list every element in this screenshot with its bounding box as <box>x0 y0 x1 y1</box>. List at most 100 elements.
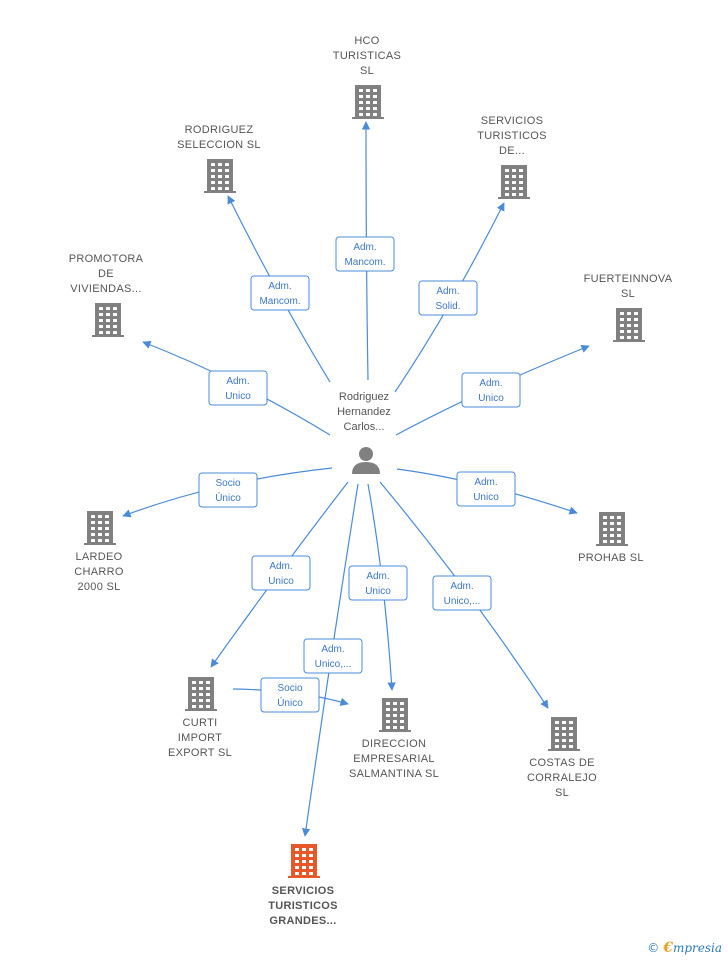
building-icon <box>498 165 530 199</box>
company-label-line: GRANDES... <box>269 915 336 927</box>
company-node-promotora[interactable]: PROMOTORADEVIVIENDAS... <box>69 253 144 337</box>
company-label-line: 2000 SL <box>77 581 120 593</box>
relation-label-fuerteinnova[interactable]: Adm.Unico <box>461 372 521 408</box>
copyright-symbol: © <box>647 941 660 955</box>
relation-box <box>251 555 311 591</box>
building-icon <box>185 677 217 711</box>
relation-label-servicios-turisticos-de[interactable]: Adm. Solid. <box>418 280 478 316</box>
relation-text: Adm. <box>474 477 497 488</box>
relation-text: Unico <box>225 391 251 402</box>
building-icon <box>548 717 580 751</box>
company-node-direccion[interactable]: DIRECCION EMPRESARIAL SALMANTINA SL <box>349 698 439 780</box>
building-icon <box>596 512 628 546</box>
company-label-line: IMPORT <box>178 732 222 744</box>
company-label-line: COSTAS DE <box>529 757 594 769</box>
brand-name: mpresia <box>672 941 722 955</box>
company-label-line: CURTI <box>183 717 218 729</box>
company-label-line: TURISTICOS <box>268 900 338 912</box>
relation-box <box>456 471 516 507</box>
relation-label-prohab[interactable]: Adm. Unico <box>456 471 516 507</box>
company-label-line: TURISTICOS <box>477 130 547 142</box>
relation-text: Adm. <box>353 242 376 253</box>
company-label-line: RODRIGUEZ <box>185 124 254 136</box>
person-icon <box>352 447 380 474</box>
company-node-servicios-turisticos-de[interactable]: SERVICIOS TURISTICOS DE... <box>477 115 547 199</box>
company-label-line: SERVICIOS <box>272 885 334 897</box>
company-node-lardeo[interactable]: LARDEO CHARRO 2000 SL <box>74 511 124 593</box>
company-label-line: SL <box>621 288 635 300</box>
company-label-line: PROMOTORA <box>69 253 144 265</box>
relation-box <box>432 575 492 611</box>
company-node-hco[interactable]: HCO TURISTICAS SL <box>333 35 401 119</box>
relation-box <box>418 280 478 316</box>
relation-box <box>335 236 395 272</box>
company-node-servicios-grandes[interactable]: SERVICIOS TURISTICOS GRANDES... <box>268 844 338 927</box>
relation-text: Socio <box>277 683 302 694</box>
company-label-line: EMPRESARIAL <box>353 753 435 765</box>
company-label-line: DE <box>98 268 114 280</box>
relation-text: Adm. <box>366 571 389 582</box>
relation-text: Adm. <box>226 376 249 387</box>
company-label-line: TURISTICAS <box>333 50 401 62</box>
company-label-line: SELECCION SL <box>177 139 261 151</box>
building-icon <box>92 303 124 337</box>
relation-label-direccion[interactable]: Adm. Unico <box>348 565 408 601</box>
person-label-line: Rodriguez <box>339 391 389 403</box>
relation-text: Solid. <box>435 301 460 312</box>
relation-text: Adm. <box>479 378 502 389</box>
company-label-line: DIRECCION <box>362 738 426 750</box>
company-label-line: EXPORT SL <box>168 747 232 759</box>
company-label-line: SL <box>555 787 569 799</box>
relation-text: Mancom. <box>344 257 385 268</box>
company-label-line: SALMANTINA SL <box>349 768 439 780</box>
company-label-line: LARDEO <box>75 551 122 563</box>
relation-text: Socio <box>215 478 240 489</box>
company-node-fuerteinnova[interactable]: FUERTEINNOVA SL <box>584 273 673 342</box>
relation-text: Adm. <box>436 286 459 297</box>
relation-box <box>303 638 363 674</box>
person-label-line: Hernandez <box>337 406 391 418</box>
building-icon <box>379 698 411 732</box>
building-icon <box>352 85 384 119</box>
company-label-line: DE... <box>499 145 525 157</box>
relation-box <box>198 472 258 508</box>
company-label-line: CHARRO <box>74 566 124 578</box>
relation-label-servicios-grandes[interactable]: Adm.Unico,... <box>303 638 363 674</box>
company-node-prohab[interactable]: PROHAB SL <box>578 512 644 564</box>
relation-box <box>461 372 521 408</box>
relation-box <box>260 677 320 713</box>
company-node-costas[interactable]: COSTAS DE CORRALEJO SL <box>527 717 597 799</box>
brand-logo: ©€mpresia <box>647 940 722 956</box>
relation-label-curti[interactable]: Adm.Unico <box>251 555 311 591</box>
building-icon <box>288 844 320 878</box>
relation-label-rodriguez-seleccion[interactable]: Adm.Mancom. <box>250 275 310 311</box>
relation-label-costas[interactable]: Adm. Unico,... <box>432 575 492 611</box>
relation-box <box>208 370 268 406</box>
relation-label-hco[interactable]: Adm. Mancom. <box>335 236 395 272</box>
relation-box <box>348 565 408 601</box>
company-label-line: HCO <box>354 35 379 47</box>
relation-text: Unico,... <box>444 596 481 607</box>
relation-label-promotora[interactable]: Adm. Unico <box>208 370 268 406</box>
company-label-line: SERVICIOS <box>481 115 543 127</box>
person-node[interactable]: RodriguezHernandezCarlos... <box>337 391 391 474</box>
relation-text: Adm. <box>450 581 473 592</box>
relation-text: Adm. <box>268 281 291 292</box>
relation-text: Unico <box>365 586 391 597</box>
company-node-curti[interactable]: CURTI IMPORT EXPORT SL <box>168 677 232 759</box>
company-label-line: FUERTEINNOVA <box>584 273 673 285</box>
person-label-line: Carlos... <box>344 421 385 433</box>
building-icon <box>84 511 116 545</box>
company-node-rodriguez-seleccion[interactable]: RODRIGUEZ SELECCION SL <box>177 124 261 193</box>
company-label-line: PROHAB SL <box>578 552 644 564</box>
relation-text: Unico <box>473 492 499 503</box>
relation-text: Único <box>277 696 303 709</box>
building-icon <box>613 308 645 342</box>
company-label-line: CORRALEJO <box>527 772 597 784</box>
company-label-line: SL <box>360 65 374 77</box>
relation-text: Adm. <box>321 644 344 655</box>
relation-text: Único <box>215 491 241 504</box>
